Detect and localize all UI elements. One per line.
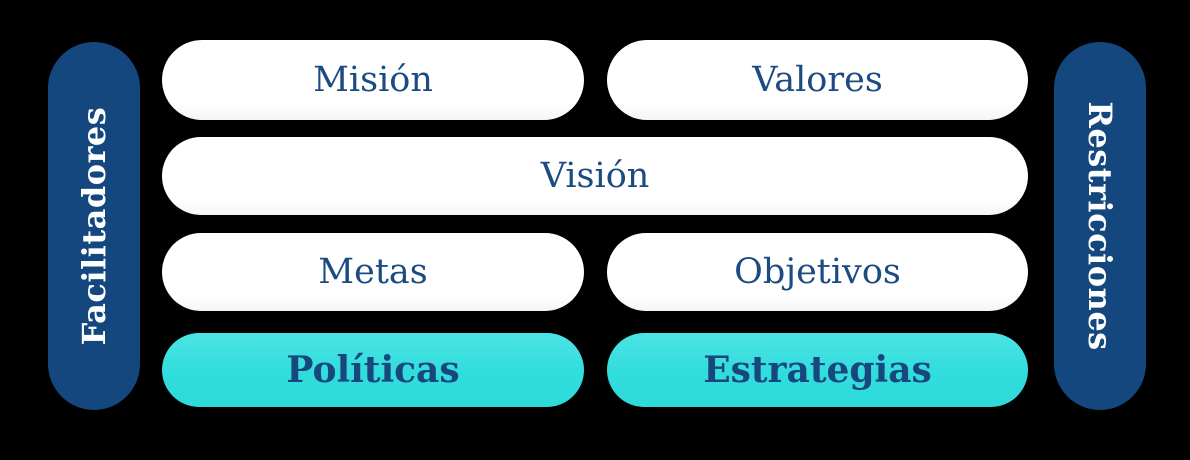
pill-valores-label: Valores xyxy=(752,60,883,100)
rail-facilitadores-label: Facilitadores xyxy=(75,106,113,346)
pill-objetivos: Objetivos xyxy=(607,233,1028,311)
pill-politicas-label: Políticas xyxy=(286,349,460,391)
pill-vision: Visión xyxy=(162,137,1028,215)
pill-estrategias: Estrategias xyxy=(607,333,1028,407)
rail-restricciones: Restricciones xyxy=(1054,42,1146,410)
pill-politicas: Políticas xyxy=(162,333,584,407)
pill-metas-label: Metas xyxy=(318,252,428,292)
rail-facilitadores: Facilitadores xyxy=(48,42,140,410)
pill-mision-label: Misión xyxy=(313,60,433,100)
pill-valores: Valores xyxy=(607,40,1028,120)
pill-metas: Metas xyxy=(162,233,584,311)
rail-restricciones-label: Restricciones xyxy=(1081,101,1119,351)
pill-estrategias-label: Estrategias xyxy=(703,349,932,391)
pill-mision: Misión xyxy=(162,40,584,120)
pill-objetivos-label: Objetivos xyxy=(734,252,901,292)
pill-vision-label: Visión xyxy=(540,156,650,196)
